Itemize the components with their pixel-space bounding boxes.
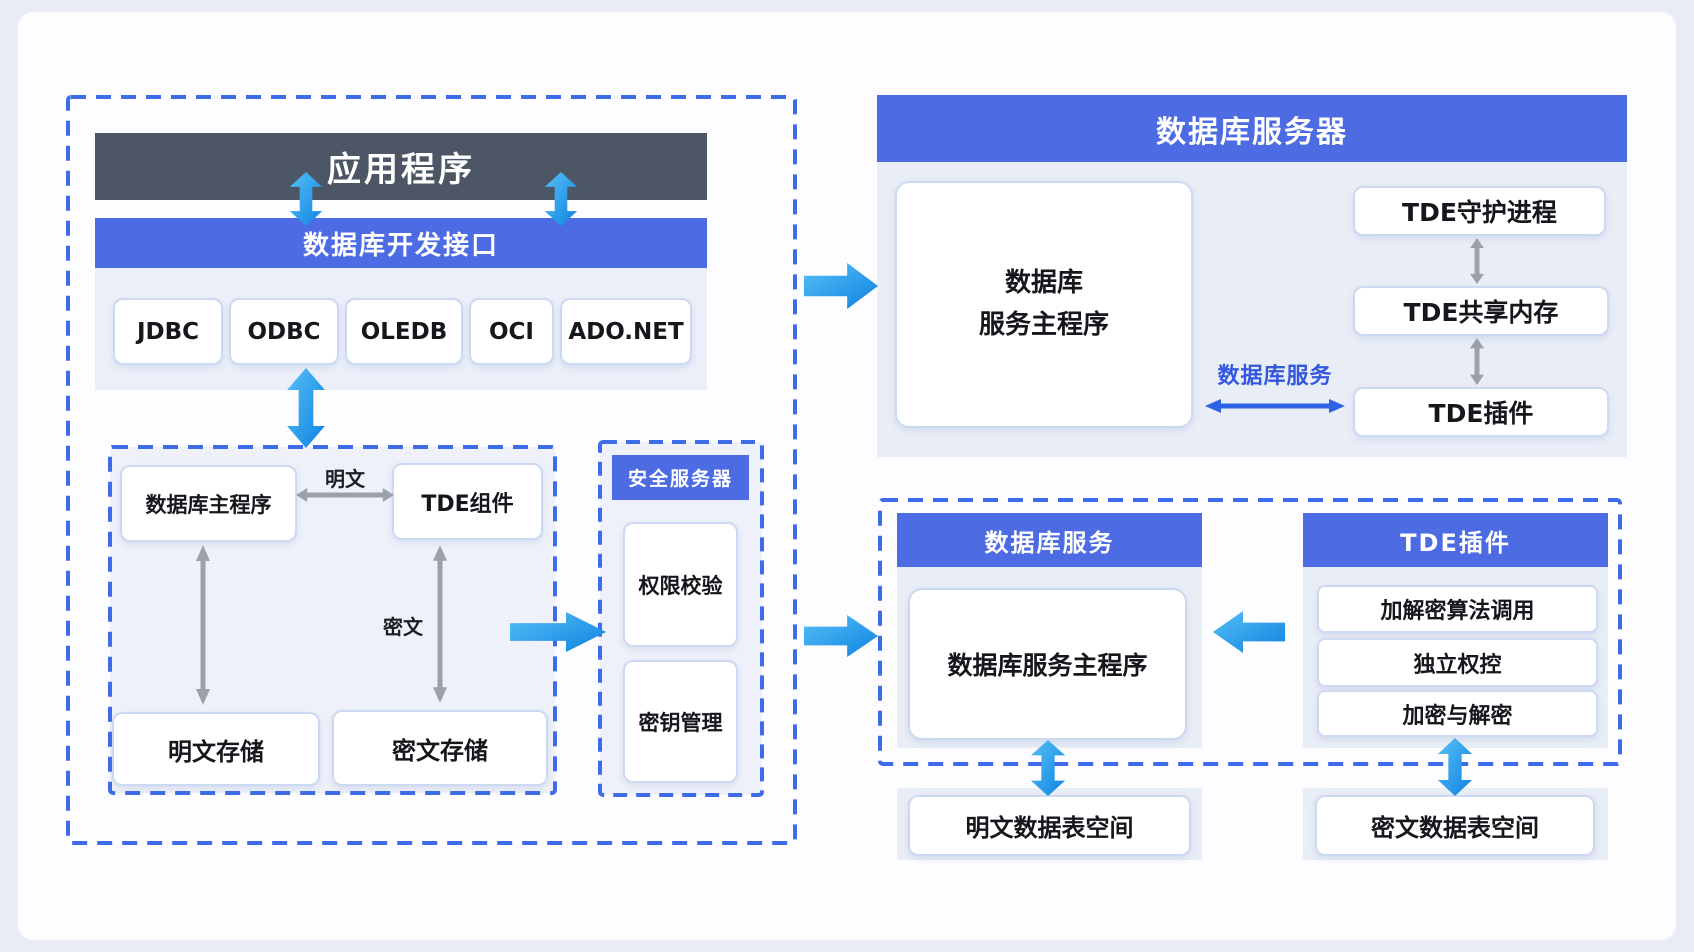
tde-component-box: TDE组件 [392,463,543,540]
crypto-algorithm-call-box: 加解密算法调用 [1317,585,1598,633]
api-box-oci-label: OCI [489,318,534,345]
permission-check-box: 权限校验 [623,522,738,647]
security-server-header: 安全服务器 [612,455,749,500]
plaintext-storage-label: 明文存储 [168,737,264,766]
tde-daemon-label: TDE守护进程 [1402,198,1557,227]
tde-plugin-header: TDE插件 [1303,513,1608,567]
key-management-label: 密钥管理 [638,710,723,735]
db-server-header: 数据库服务器 [877,95,1627,162]
api-box-jdbc: JDBC [113,298,223,365]
ciphertext-storage-label: 密文存储 [392,736,488,765]
api-box-odbc: ODBC [229,298,339,365]
tde-component-label: TDE组件 [421,491,514,517]
ciphertext-flow-label: 密文 [378,612,428,639]
independent-access-control-box: 独立权控 [1317,638,1598,687]
permission-check-label: 权限校验 [638,573,723,598]
db-server-main-program-line2: 服务主程序 [978,309,1109,340]
db-dev-interface-bar: 数据库开发接口 [95,218,707,268]
ciphertext-storage-box: 密文存储 [332,710,548,786]
plaintext-storage-box: 明文存储 [112,712,320,786]
api-box-oledb-label: OLEDB [360,318,448,345]
sharedmem-plugin-arrow [1470,338,1484,385]
client-region-dashed-border [66,95,797,845]
plaintext-flow-label: 明文 [318,464,372,491]
db-service-main-program-box: 数据库服务主程序 [908,588,1187,740]
tde-daemon-box: TDE守护进程 [1353,186,1606,236]
security-service-arrow [804,615,878,657]
db-server-main-program-line1: 数据库 [1004,267,1083,298]
api-box-odbc-label: ODBC [247,318,321,345]
encrypt-decrypt-label: 加密与解密 [1402,703,1513,729]
api-box-adonet-label: ADO.NET [568,318,684,345]
key-management-box: 密钥管理 [623,660,738,783]
api-storage-arrow [287,368,325,448]
plaintext-tablespace-label: 明文数据表空间 [965,814,1134,842]
api-box-jdbc-label: JDBC [136,318,200,345]
db-service-main-program-label: 数据库服务主程序 [947,651,1148,680]
db-service-header: 数据库服务 [897,513,1202,567]
plugin-ciphertext-tablespace-arrow [1437,738,1473,796]
application-bar: 应用程序 [95,133,707,200]
db-service-title: 数据库服务 [984,528,1115,557]
plugin-service-arrow [1213,611,1285,653]
plaintext-double-arrow [296,488,394,502]
db-service-link-arrow [1205,399,1345,413]
tde-shared-memory-box: TDE共享内存 [1353,286,1609,336]
db-main-program-label: 数据库主程序 [145,492,272,517]
app-api-arrow-right [544,172,578,226]
client-dbserver-arrow [804,263,878,309]
tde-plugin-title: TDE插件 [1400,528,1511,557]
security-server-title: 安全服务器 [627,468,733,490]
daemon-sharedmem-arrow [1470,238,1484,284]
ciphertext-tablespace-box: 密文数据表空间 [1315,795,1595,856]
service-plaintext-tablespace-arrow [1030,740,1066,796]
application-bar-label: 应用程序 [327,150,475,190]
db-dev-interface-label: 数据库开发接口 [302,230,499,261]
tde-plugin-label: TDE插件 [1428,399,1534,428]
ciphertext-flow-label-text: 密文 [383,614,423,639]
plaintext-storage-arrow [196,545,210,705]
api-box-oledb: OLEDB [345,298,463,365]
db-service-link-label: 数据库服务 [1205,360,1345,389]
plaintext-flow-label-text: 明文 [325,466,365,491]
db-server-main-program-box: 数据库 服务主程序 [895,181,1193,428]
tde-plugin-box: TDE插件 [1353,387,1609,437]
ciphertext-storage-arrow [433,545,447,703]
app-api-arrow-left [289,172,323,226]
independent-access-control-label: 独立权控 [1413,652,1502,678]
db-service-link-label-text: 数据库服务 [1217,364,1333,389]
tde-shared-memory-label: TDE共享内存 [1403,298,1559,327]
db-server-title: 数据库服务器 [1156,114,1348,150]
api-box-adonet: ADO.NET [560,298,692,365]
api-box-oci: OCI [469,298,554,365]
ciphertext-tablespace-label: 密文数据表空间 [1371,814,1539,842]
crypto-algorithm-call-label: 加解密算法调用 [1380,599,1535,624]
plaintext-tablespace-box: 明文数据表空间 [908,795,1191,856]
encrypt-decrypt-box: 加密与解密 [1317,690,1598,737]
db-main-program-box: 数据库主程序 [120,465,297,542]
storage-security-arrow [510,612,606,652]
